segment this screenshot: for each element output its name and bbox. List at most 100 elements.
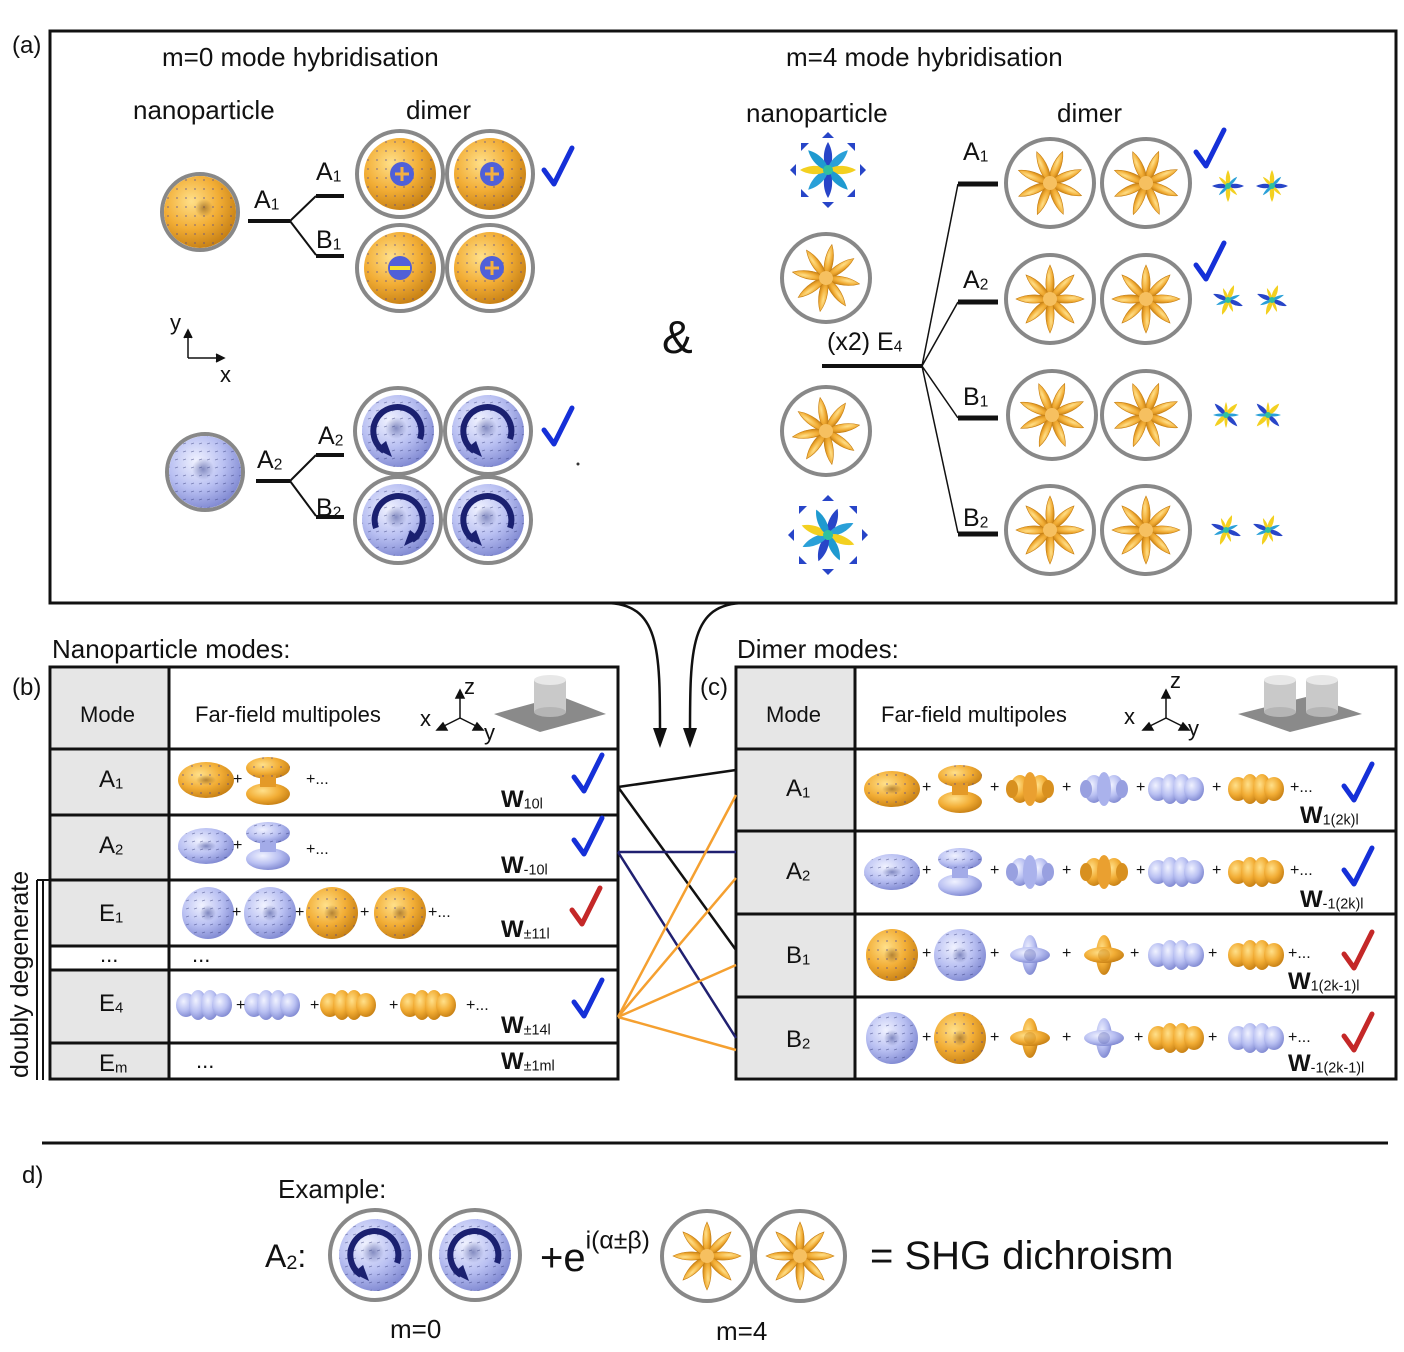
panel-c-table (734, 665, 1398, 1081)
plus-sign: + (990, 779, 1000, 796)
plus-sign: + (922, 1029, 932, 1046)
panel-b-row-dots-mode: ... (100, 942, 119, 967)
panel-b-xyz-axes (435, 688, 485, 731)
panel-b-em-w: W±1ml (501, 1048, 555, 1075)
m4-nanoparticle-color-bottom (788, 495, 868, 575)
plus-sign: + (1062, 862, 1072, 879)
panel-b-row-a2-mode: A2 (99, 832, 124, 859)
panel-b-axis-z: z (464, 674, 475, 699)
doubly-degenerate-label: doubly degenerate (6, 870, 34, 1078)
plus-sign: + (1062, 779, 1072, 796)
plus-sign: + (232, 904, 242, 921)
plus-sign: + (1212, 779, 1222, 796)
m4-a1-check-icon (1196, 130, 1224, 166)
panel-a-label: (a) (12, 32, 42, 59)
plus-sign: + (1208, 1029, 1218, 1046)
panel-c-row-a2-mode: A2 (786, 858, 811, 885)
m0-dimer-b1-label: B1 (316, 226, 342, 254)
panel-d-mode: A2: (265, 1238, 307, 1274)
m0-nanoparticle-a1-sphere (160, 172, 240, 252)
plus-sign: + (922, 862, 932, 879)
panel-c-b2-w: W-1(2k-1)l (1288, 1050, 1365, 1077)
m4-a2-check-icon (1196, 243, 1224, 279)
panel-b-row-dots-multipoles: ... (192, 942, 211, 967)
panel-b-col-multipoles: Far-field multipoles (195, 702, 381, 727)
panel-b-row-e1-mode: E1 (99, 900, 124, 927)
plus-sign: + (990, 862, 1000, 879)
panel-b-axis-y: y (484, 720, 495, 745)
panel-c-a1-w: W1(2k)l (1300, 802, 1359, 829)
panel-c-axis-z: z (1170, 668, 1181, 693)
plus-sign: + (233, 837, 243, 854)
m4-dimer-b1-label: B1 (963, 383, 989, 411)
m0-a2-check-icon (544, 408, 572, 444)
axis-x-label: x (220, 362, 231, 387)
plus-sign: + (922, 945, 932, 962)
m0-dimer-a1-label: A1 (316, 158, 342, 186)
m0-level-diagram (248, 194, 344, 519)
connector-arrowhead-right (683, 728, 697, 748)
plus-sign: + (990, 1029, 1000, 1046)
plus-sign: + (1136, 779, 1146, 796)
panel-c-row-a1-mode: A1 (786, 775, 811, 802)
panel-d-result: = SHG dichroism (870, 1234, 1174, 1278)
panel-d-example: Example: (278, 1174, 387, 1204)
panel-c-b1-w: W1(2k-1)l (1288, 968, 1360, 995)
panel-c-axis-x: x (1124, 704, 1135, 729)
plus-sign: + (1134, 1029, 1144, 1046)
stray-dot (576, 462, 580, 466)
panel-d-m0-dimer (328, 1208, 522, 1302)
plus-sign: + (1208, 945, 1218, 962)
m4-dimer-b1 (1006, 369, 1291, 461)
panel-b-row-em-multipoles: ... (196, 1048, 215, 1073)
m4-nano-e4-label: (x2) E4 (827, 328, 903, 356)
connector-arrows (604, 601, 746, 736)
plus-sign: + (360, 904, 370, 921)
plus-sign: + (1062, 945, 1072, 962)
panel-c-a2-w: W-1(2k)l (1300, 886, 1364, 913)
plus-sign: + (389, 997, 399, 1014)
m4-nanoparticle-color-top (790, 132, 866, 208)
plus-sign: + (990, 945, 1000, 962)
connector-arrowhead-left (653, 728, 667, 748)
panel-b-e1-more: +... (428, 904, 451, 921)
panel-c-col-multipoles: Far-field multipoles (881, 702, 1067, 727)
panel-b-row-a1-mode: A1 (99, 766, 124, 793)
panel-b-axis-x: x (420, 706, 431, 731)
plus-sign: + (233, 771, 243, 788)
m4-dimer-a2 (1004, 253, 1293, 345)
m0-dimer-a2 (353, 386, 533, 476)
panel-c-row-b2-mode: B2 (786, 1026, 811, 1053)
panel-b-title: Nanoparticle modes: (52, 634, 291, 664)
m0-nanoparticle-a2-sphere (165, 432, 245, 512)
m4-dimer-b2-label: B2 (963, 504, 989, 532)
panel-d-m0-label: m=0 (390, 1314, 442, 1344)
plus-sign: + (1212, 862, 1222, 879)
panel-c-axis-y: y (1188, 716, 1199, 741)
panel-b-table (48, 665, 620, 1081)
plus-sign: + (1062, 1029, 1072, 1046)
panel-c-a2-more: +... (1290, 862, 1313, 879)
m4-dimer-a2-label: A2 (963, 266, 989, 294)
m4-nanoparticle-gold-top (780, 232, 872, 324)
m4-dimer-a1-label: A1 (963, 138, 989, 166)
panel-b-row-em-mode: Em (99, 1050, 128, 1077)
panel-c-title: Dimer modes: (737, 634, 899, 664)
ampersand: & (662, 311, 693, 363)
m0-dimer-b2 (353, 475, 533, 565)
m0-title: m=0 mode hybridisation (162, 42, 439, 72)
m0-dimer-b2-label: B2 (316, 494, 342, 522)
m4-dimer-a1 (1004, 137, 1288, 229)
plus-sign: + (295, 904, 305, 921)
plus-sign: + (1130, 945, 1140, 962)
m4-dimer-label: dimer (1057, 98, 1123, 128)
m4-level-diagram (822, 181, 998, 537)
m0-nanoparticle-label: nanoparticle (133, 95, 275, 125)
m4-nanoparticle-gold-bottom (780, 385, 872, 477)
panel-c-col-mode: Mode (766, 702, 822, 727)
panel-a-frame (48, 29, 1398, 605)
plus-sign: + (922, 779, 932, 796)
panel-d-phase: +ei(α±β) (540, 1227, 650, 1280)
m0-dimer-a2-label: A2 (318, 422, 344, 450)
